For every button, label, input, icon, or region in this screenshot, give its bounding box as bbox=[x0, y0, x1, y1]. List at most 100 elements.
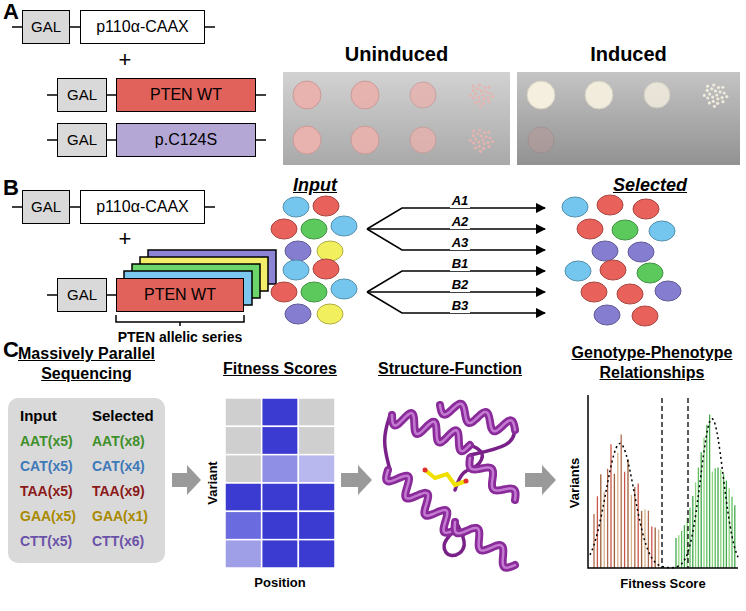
heatmap-cell bbox=[298, 455, 335, 483]
colony-speck bbox=[479, 150, 482, 153]
alpha-helix bbox=[440, 404, 515, 432]
colony-speck bbox=[491, 95, 494, 98]
colony-speck bbox=[484, 135, 487, 138]
variant-bar bbox=[678, 535, 679, 568]
gene-box: p110α-CAAX bbox=[80, 190, 205, 224]
colony-speck bbox=[472, 96, 475, 99]
construct-tail bbox=[47, 294, 57, 296]
bracket bbox=[116, 315, 244, 326]
colony-speck bbox=[478, 83, 481, 86]
replicate-label: A2 bbox=[450, 215, 471, 229]
label-slot: A1 bbox=[440, 191, 480, 209]
colony-speck bbox=[474, 92, 477, 95]
colony-speck bbox=[482, 142, 485, 145]
codon-count: TAA(x5) bbox=[20, 482, 73, 500]
yeast-spot bbox=[351, 126, 379, 154]
codon-count: GAA(x5) bbox=[20, 507, 76, 525]
label-slot: Fitness Scores bbox=[205, 360, 355, 378]
colony-speck bbox=[477, 96, 480, 99]
yeast-cell bbox=[628, 242, 654, 262]
text-slot: CTT(x6) bbox=[92, 532, 144, 550]
label-slot: A bbox=[3, 0, 19, 23]
colony-speck bbox=[482, 97, 485, 100]
selection-arrow bbox=[367, 271, 545, 292]
yeast-spot bbox=[527, 81, 555, 109]
variant-bar bbox=[638, 484, 639, 568]
yeast-spot bbox=[293, 81, 321, 109]
yeast-cell bbox=[317, 241, 343, 261]
label-slot: B1 bbox=[440, 254, 480, 272]
variant-bar bbox=[734, 505, 735, 568]
colony-speck bbox=[484, 90, 487, 93]
plus-sign: + bbox=[119, 227, 132, 250]
yeast-cell bbox=[313, 259, 339, 279]
promoter-box: GAL bbox=[57, 123, 107, 157]
gene-box: p.C124S bbox=[116, 123, 256, 157]
colony-speck bbox=[486, 96, 489, 99]
codon-count: GAA(x1) bbox=[92, 507, 148, 525]
yeast-spot bbox=[644, 82, 670, 108]
box-text: GAL bbox=[67, 131, 97, 149]
box-text: PTEN WT bbox=[150, 85, 222, 104]
colony-speck bbox=[483, 131, 486, 134]
yeast-spot bbox=[351, 81, 379, 109]
construct-link bbox=[107, 294, 116, 296]
label-slot: Selected bbox=[560, 176, 740, 195]
label-slot: A3 bbox=[440, 233, 480, 251]
panel-letter: A bbox=[3, 0, 19, 23]
heatmap-cell bbox=[262, 511, 299, 539]
variant-bar bbox=[729, 488, 730, 568]
alpha-helix bbox=[469, 458, 515, 500]
codon-count: AAT(x8) bbox=[92, 432, 145, 450]
label-slot: C bbox=[3, 338, 19, 361]
yeast-cell bbox=[301, 219, 327, 239]
heatmap-cell bbox=[225, 398, 262, 426]
codon-count: CAT(x4) bbox=[92, 457, 145, 475]
gene-box: PTEN WT bbox=[116, 78, 256, 112]
colony-speck bbox=[717, 86, 720, 89]
codon-count: AAT(x5) bbox=[20, 432, 73, 450]
axis-label: Variants bbox=[568, 458, 582, 509]
plate-background bbox=[517, 72, 740, 165]
colony-speck bbox=[477, 141, 480, 144]
replicate-label: A1 bbox=[450, 194, 471, 208]
pool-heading: Input bbox=[293, 176, 337, 195]
label-slot: Structure-Function bbox=[370, 360, 530, 378]
yeast-cell bbox=[581, 282, 607, 302]
colony-speck bbox=[706, 85, 709, 88]
codon-count: TAA(x9) bbox=[92, 482, 145, 500]
colony-speck bbox=[491, 140, 494, 143]
heatmap-cell bbox=[225, 455, 262, 483]
construct-link bbox=[107, 139, 116, 141]
yeast-cell bbox=[649, 221, 675, 241]
variant-bar bbox=[610, 444, 611, 568]
threshold-line bbox=[661, 398, 662, 568]
plus-sign: + bbox=[119, 48, 132, 71]
colony-speck bbox=[721, 86, 724, 89]
colony-speck bbox=[711, 96, 714, 99]
colony-speck bbox=[489, 91, 492, 94]
colony-speck bbox=[715, 93, 718, 96]
yeast-cell bbox=[594, 305, 620, 325]
label-slot: B3 bbox=[440, 296, 480, 314]
text-slot: CAT(x4) bbox=[92, 457, 145, 475]
text-slot: AAT(x5) bbox=[20, 432, 73, 450]
text-slot: CTT(x5) bbox=[20, 532, 72, 550]
variant-bar bbox=[712, 472, 713, 568]
colony-speck bbox=[487, 86, 490, 89]
text-slot: GAA(x5) bbox=[20, 507, 76, 525]
yeast-cell bbox=[637, 263, 663, 283]
colony-speck bbox=[474, 101, 477, 104]
construct-tail bbox=[205, 206, 215, 208]
yeast-cell bbox=[317, 304, 343, 324]
construct-tail bbox=[205, 26, 215, 28]
label-slot: Genotype-Phenotype Relationships bbox=[562, 343, 742, 383]
column-heading: Input bbox=[20, 406, 57, 425]
variant-bar bbox=[709, 415, 710, 568]
colony-speck bbox=[708, 101, 711, 104]
variant-bar bbox=[675, 538, 676, 568]
codon-count: CTT(x6) bbox=[92, 532, 144, 550]
colony-speck bbox=[712, 83, 715, 86]
colony-speck bbox=[483, 86, 486, 89]
text-slot: Massively Parallel Sequencing bbox=[0, 344, 173, 384]
